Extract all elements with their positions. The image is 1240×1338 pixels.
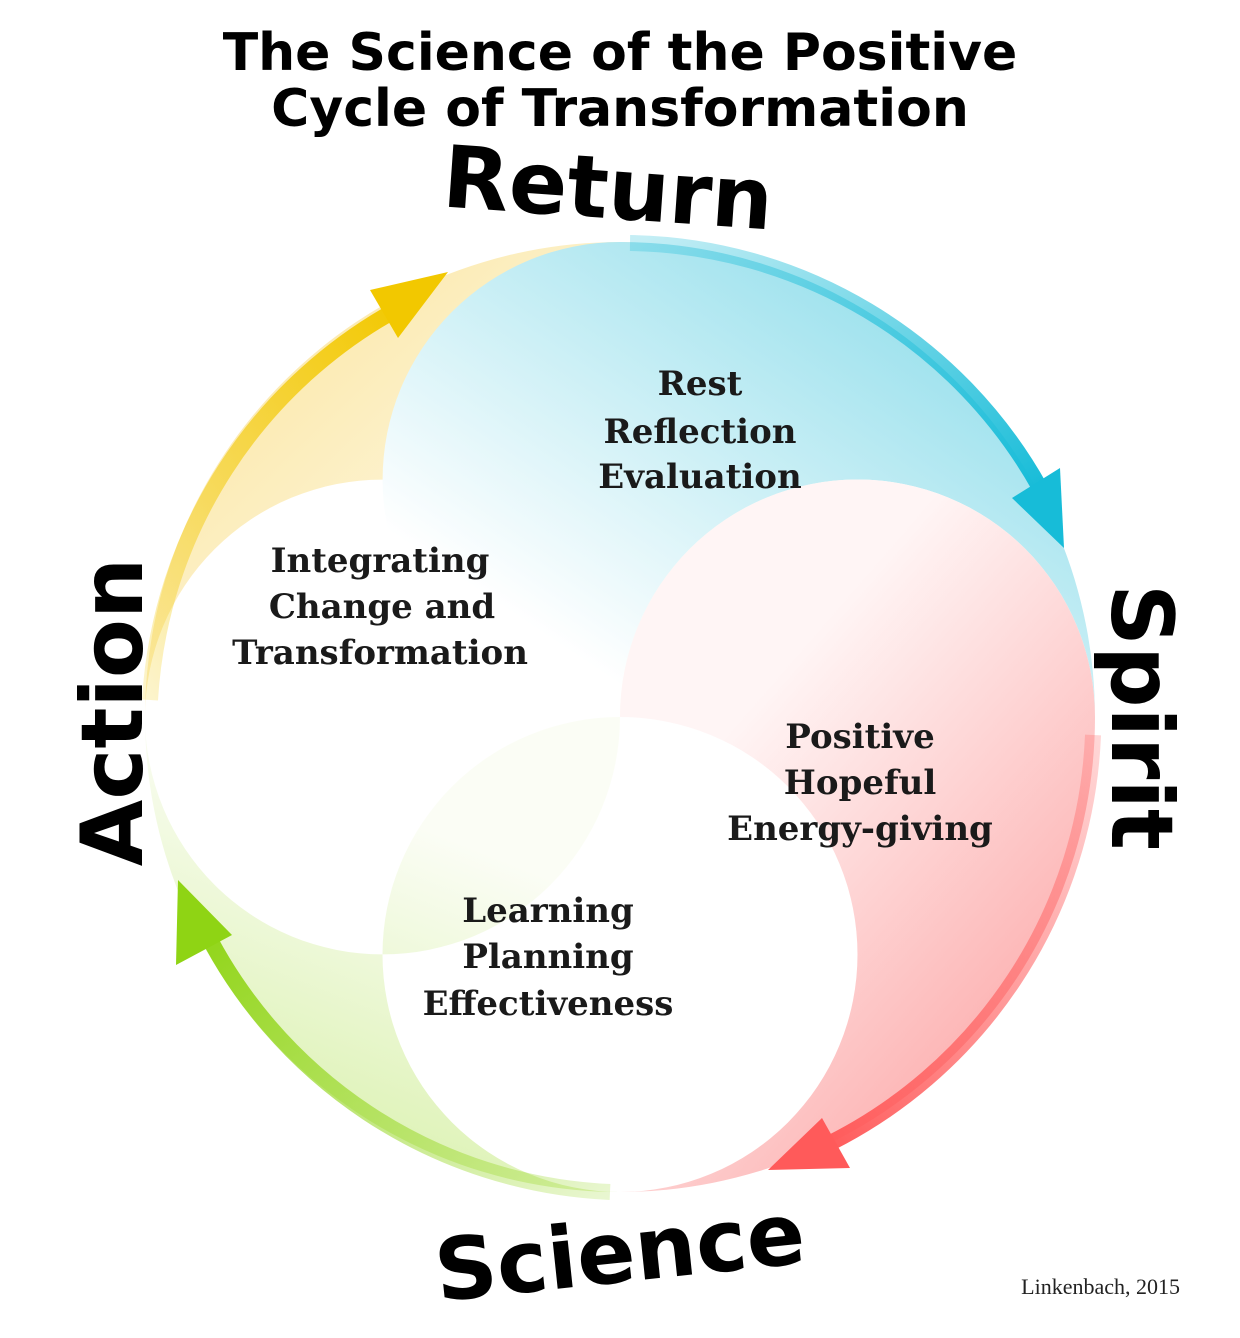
quadrant-text-action: Integrating Change and Transformation xyxy=(232,541,528,673)
stage-label-science: Science xyxy=(430,1184,810,1322)
quadrant-text-spirit: Positive Hopeful Energy-giving xyxy=(727,717,993,849)
spirit-line-1: Positive xyxy=(785,717,934,757)
arrowhead-green xyxy=(176,880,232,965)
cycle-arrows xyxy=(142,235,1101,1200)
return-line-1: Rest xyxy=(658,364,743,404)
arrowhead-red xyxy=(768,1118,850,1170)
quadrant-action-fill xyxy=(145,717,620,1192)
diagram-title-line-1: The Science of the Positive xyxy=(223,23,1018,83)
science-line-1: Learning xyxy=(462,891,634,931)
return-line-3: Evaluation xyxy=(598,457,801,497)
stage-label-spirit: Spirit xyxy=(1091,584,1191,850)
action-line-1: Integrating xyxy=(271,541,490,581)
stage-label-return: Return xyxy=(440,128,777,251)
credit-text: Linkenbach, 2015 xyxy=(1021,1274,1180,1299)
action-line-3: Transformation xyxy=(232,633,528,673)
quadrant-spirit-fill xyxy=(382,242,1095,717)
arrowhead-blue xyxy=(1012,468,1064,548)
quadrant-science-fill xyxy=(620,479,1095,1192)
arrow-action-to-return xyxy=(142,297,409,701)
spirit-line-3: Energy-giving xyxy=(727,809,993,849)
arrow-science-to-action xyxy=(192,916,611,1200)
quadrant-text-science: Learning Planning Effectiveness xyxy=(423,891,674,1024)
spirit-line-2: Hopeful xyxy=(784,763,937,803)
arrowhead-yellow xyxy=(370,272,448,338)
science-line-2: Planning xyxy=(462,937,633,977)
quadrant-text-return: Rest Reflection Evaluation xyxy=(598,364,801,497)
stage-label-action: Action xyxy=(63,558,163,866)
arrow-return-to-spirit xyxy=(629,235,1047,492)
diagram-title-line-2: Cycle of Transformation xyxy=(271,79,969,139)
arrow-spirit-to-science xyxy=(816,734,1101,1156)
pinwheel xyxy=(145,242,1095,1192)
return-line-2: Reflection xyxy=(604,412,797,452)
action-line-2: Change and xyxy=(269,587,495,627)
science-line-3: Effectiveness xyxy=(423,984,674,1024)
